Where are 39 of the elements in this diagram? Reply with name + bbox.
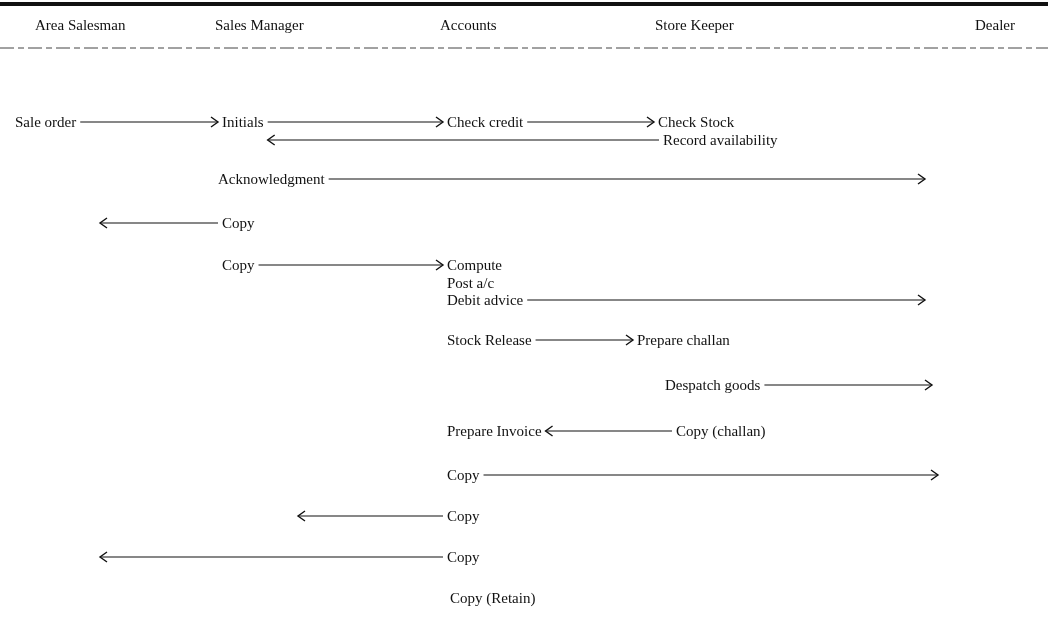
arrow bbox=[534, 334, 634, 346]
arrow bbox=[526, 294, 926, 306]
arrow bbox=[99, 551, 444, 563]
step-text: Copy (Retain) bbox=[450, 589, 536, 607]
arrow bbox=[297, 510, 444, 522]
step-text: Post a/c bbox=[447, 274, 495, 292]
step-text: Sale order bbox=[15, 113, 77, 131]
arrow bbox=[79, 116, 219, 128]
arrow bbox=[544, 425, 673, 437]
step-text: Debit advice bbox=[447, 291, 524, 309]
step-text: Acknowledgment bbox=[218, 170, 325, 188]
step-text: Check credit bbox=[447, 113, 524, 131]
column-heading: Area Salesman bbox=[35, 16, 126, 34]
step-text: Despatch goods bbox=[665, 376, 761, 394]
arrow bbox=[526, 116, 655, 128]
arrow bbox=[99, 217, 219, 229]
step-text: Copy (challan) bbox=[676, 422, 766, 440]
step-text: Prepare Invoice bbox=[447, 422, 542, 440]
step-text: Check Stock bbox=[658, 113, 735, 131]
step-text: Prepare challan bbox=[637, 331, 730, 349]
step-text: Copy bbox=[222, 214, 255, 232]
column-heading: Dealer bbox=[975, 16, 1015, 34]
step-text: Copy bbox=[222, 256, 255, 274]
arrow bbox=[763, 379, 933, 391]
column-heading: Sales Manager bbox=[215, 16, 304, 34]
step-text: Record availability bbox=[663, 131, 778, 149]
arrow bbox=[257, 259, 444, 271]
step-text: Compute bbox=[447, 256, 502, 274]
arrow bbox=[482, 469, 939, 481]
step-text: Copy bbox=[447, 548, 480, 566]
step-text: Copy bbox=[447, 507, 480, 525]
step-text: Stock Release bbox=[447, 331, 532, 349]
arrow bbox=[328, 173, 926, 185]
step-text: Initials bbox=[222, 113, 264, 131]
column-heading: Store Keeper bbox=[655, 16, 734, 34]
step-text: Copy bbox=[447, 466, 480, 484]
arrow bbox=[266, 134, 660, 146]
arrow bbox=[267, 116, 444, 128]
column-heading: Accounts bbox=[440, 16, 497, 34]
